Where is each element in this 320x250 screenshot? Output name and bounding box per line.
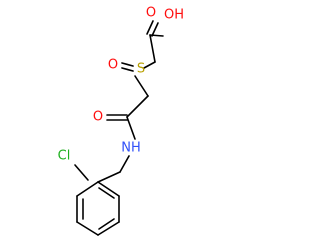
- atom-chlorine: Cl: [58, 149, 71, 164]
- atom-oxygen-sulfoxide: O: [108, 58, 118, 73]
- atom-oxygen-acid-carbonyl: O: [146, 6, 156, 21]
- chemical-structure-diagram: O OH O S O NH Cl: [58, 6, 184, 236]
- bond-ch2-carbonyl: [126, 95, 149, 118]
- bond-ch2-ring: [97, 171, 121, 183]
- bond-n-ch2: [119, 155, 130, 173]
- bond-s-o-double-2: [121, 67, 134, 72]
- bond-ring-4-5: [76, 221, 99, 236]
- atom-nitrogen-amide: NH: [121, 141, 141, 156]
- atom-hydroxyl-acid: OH: [164, 8, 184, 23]
- bond-carbonyl-n: [126, 116, 136, 140]
- atom-oxygen-amide: O: [93, 110, 103, 125]
- bond-ring-inner-1: [98, 187, 115, 199]
- bond-ring-cl: [74, 164, 89, 181]
- bond-acid-c-o-double-1: [146, 20, 154, 35]
- bond-ring-inner-2: [98, 218, 115, 230]
- bond-acid-c-oh: [149, 34, 164, 37]
- bonds: [74, 20, 164, 236]
- atom-labels: O OH O S O NH Cl: [58, 6, 184, 164]
- bond-s-ch2: [134, 75, 149, 97]
- bond-ch2-s: [143, 61, 156, 69]
- atom-sulfur: S: [137, 62, 145, 77]
- bond-ring-6-1: [76, 181, 99, 197]
- bond-acid-c-o-double-2: [151, 22, 159, 37]
- bond-s-o-double-1: [121, 62, 134, 67]
- bond-ring-3-4: [97, 221, 120, 236]
- bond-ring-1-2: [97, 181, 120, 197]
- bond-acid-c-ch2: [149, 34, 156, 63]
